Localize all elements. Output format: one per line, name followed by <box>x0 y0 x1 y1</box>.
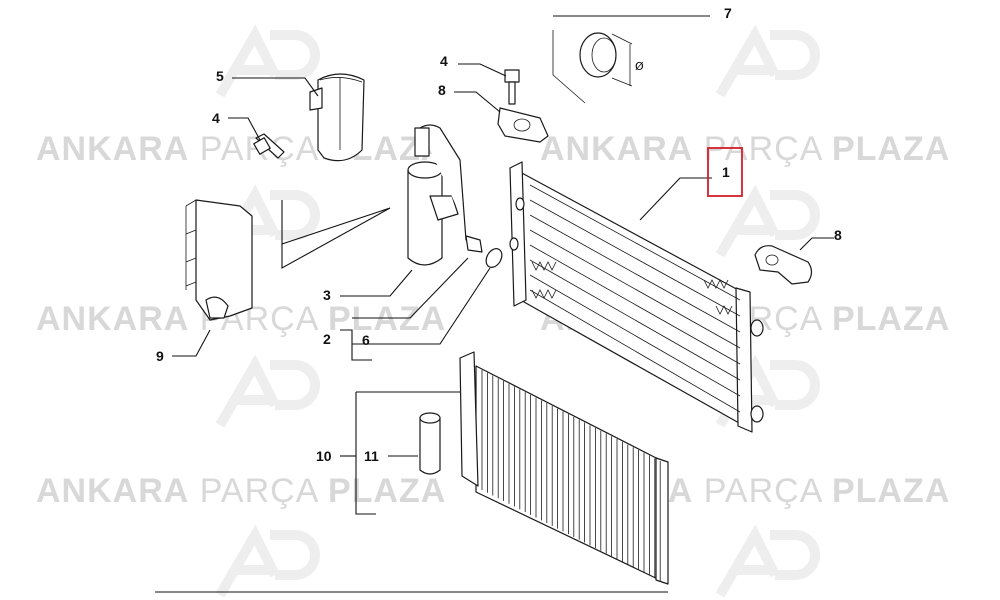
watermark-logo <box>215 24 320 98</box>
callout-9[interactable]: 9 <box>156 348 164 364</box>
watermark-word: ANKARA <box>36 130 189 168</box>
callout-6[interactable]: 6 <box>362 332 370 348</box>
callout-2[interactable]: 2 <box>323 331 331 347</box>
condenser-fins <box>481 370 661 582</box>
part-1-condenser[interactable] <box>509 161 764 433</box>
callout-10[interactable]: 10 <box>316 448 332 464</box>
watermark-word: ANKARA <box>36 472 189 510</box>
callout-4-top[interactable]: 4 <box>440 53 448 69</box>
watermark-logo <box>215 524 320 598</box>
callout-1[interactable]: 1 <box>722 164 730 180</box>
watermark-word: PLAZA <box>328 472 446 510</box>
diameter-symbol: Ø <box>635 60 644 73</box>
svg-text:ANKARA PARÇA PLAZA: ANKARA PARÇA PLAZA <box>540 130 950 168</box>
svg-text:ANKARA PARÇA PLAZA: ANKARA PARÇA PLAZA <box>36 130 446 168</box>
callout-8-top[interactable]: 8 <box>438 82 446 98</box>
watermark-word: PLAZA <box>832 300 950 338</box>
part-11-filter-cartridge[interactable] <box>419 412 441 475</box>
part-9-cover[interactable] <box>185 199 253 321</box>
watermark-word: PARÇA <box>200 472 319 510</box>
watermark-logo <box>715 524 820 598</box>
watermark-logo <box>715 184 820 258</box>
watermark-word: PLAZA <box>832 130 950 168</box>
callout-labels: 1 2 3 4 4 5 6 7 8 8 9 10 11 <box>156 5 842 464</box>
highlight-box <box>707 147 743 197</box>
part-7-seal[interactable]: Ø <box>552 30 644 104</box>
callout-4-left[interactable]: 4 <box>212 110 220 126</box>
callout-5[interactable]: 5 <box>216 68 224 84</box>
watermark-logo <box>215 354 320 428</box>
callout-11[interactable]: 11 <box>364 448 379 464</box>
callout-7[interactable]: 7 <box>724 5 732 21</box>
part-6-o-ring[interactable] <box>483 246 505 270</box>
part-5-bracket[interactable] <box>309 73 365 162</box>
watermark-word: PLAZA <box>328 300 446 338</box>
watermark-logo <box>715 24 820 98</box>
callout-8-right[interactable]: 8 <box>834 227 842 243</box>
watermark-logos <box>215 24 820 598</box>
callout-3[interactable]: 3 <box>323 287 331 303</box>
part-8-clamp-right[interactable] <box>754 245 813 285</box>
part-3-receiver-drier[interactable] <box>407 124 483 266</box>
watermark-word: PLAZA <box>832 472 950 510</box>
part-4-bolt-top[interactable] <box>504 69 520 105</box>
leader-lines <box>155 15 834 593</box>
watermark-word: PARÇA <box>704 130 823 168</box>
watermark-word: ANKARA <box>540 130 693 168</box>
part-4-bolt-left[interactable] <box>253 133 285 159</box>
watermark-word: ANKARA <box>36 300 189 338</box>
part-10-condenser-assembly[interactable] <box>459 351 669 585</box>
part-8-clamp-top[interactable] <box>497 107 549 143</box>
svg-text:ANKARA PARÇA PLAZA: ANKARA PARÇA PLAZA <box>36 472 446 510</box>
watermark-word: PARÇA <box>704 472 823 510</box>
